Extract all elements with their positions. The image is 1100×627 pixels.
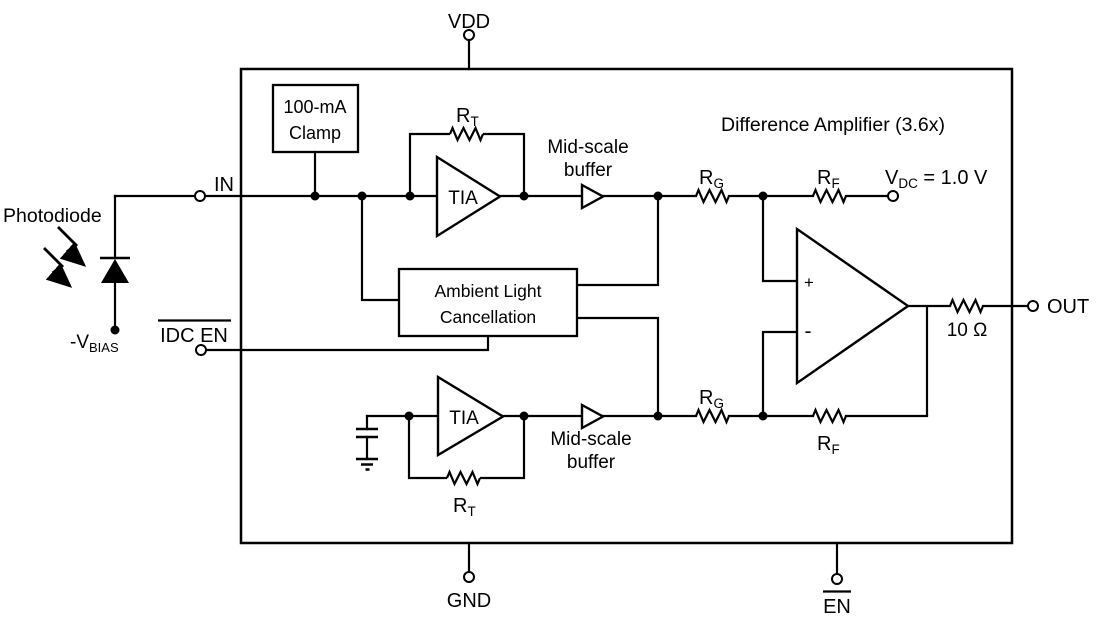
junction-dot xyxy=(310,191,320,201)
difference-amplifier-title: Difference Amplifier (3.6x) xyxy=(721,114,945,136)
buffer-top-label-line1: Mid-scale xyxy=(547,137,628,158)
ground-symbol xyxy=(356,457,378,471)
wire-idc-en xyxy=(206,336,490,352)
idc-en-label: IDC EN xyxy=(160,325,228,347)
tia-top-amp xyxy=(435,154,503,239)
clamp-label-line1: 100-mA xyxy=(283,97,346,117)
vbias-terminal-dot xyxy=(110,325,120,335)
vdc-label: VDC = 1.0 V xyxy=(885,167,988,191)
en-label: EN xyxy=(823,596,851,618)
gnd-pin-terminal xyxy=(463,571,475,583)
difference-opamp xyxy=(795,226,911,386)
rf-bottom-label: RF xyxy=(817,433,840,457)
buffer-bottom-amp xyxy=(580,402,606,431)
junction-dot xyxy=(653,411,663,421)
buffer-bottom-label-line1: Mid-scale xyxy=(550,429,631,450)
output-resistor-label: 10 Ω xyxy=(947,320,988,341)
wire-rt-bottom-feedback xyxy=(407,416,526,480)
junction-dot xyxy=(758,411,768,421)
rg-bottom-label: RG xyxy=(699,387,724,411)
buffer-top-label-line2: buffer xyxy=(564,160,613,181)
alc-label-line2: Cancellation xyxy=(440,307,536,327)
wire-alc-output-top xyxy=(577,196,660,287)
opamp-plus-sign: + xyxy=(804,273,814,292)
out-pin-terminal xyxy=(1027,300,1039,312)
out-label: OUT xyxy=(1047,296,1089,318)
junction-dot xyxy=(519,411,529,421)
in-label: IN xyxy=(214,174,234,196)
vdd-label: VDD xyxy=(448,11,490,33)
clamp-label-line2: Clamp xyxy=(289,123,341,143)
tia-bottom-amp xyxy=(436,374,506,458)
wire-alc-input xyxy=(360,196,399,302)
wire-alc-output-bottom xyxy=(577,316,660,416)
wire-opamp-minus-input xyxy=(761,330,797,416)
photodiode-label: Photodiode xyxy=(3,205,102,227)
en-pin-terminal xyxy=(831,573,843,585)
rf-top-label: RF xyxy=(817,167,840,191)
alc-label-line1: Ambient Light xyxy=(434,281,541,301)
light-arrow-icon xyxy=(57,226,87,267)
rg-top-label: RG xyxy=(699,167,724,191)
rt-bottom-label: RT xyxy=(453,495,476,519)
in-pin-terminal xyxy=(194,190,206,202)
junction-dot xyxy=(653,191,663,201)
junction-dot xyxy=(404,411,414,421)
vdc-terminal xyxy=(887,190,899,202)
tia-top-label: TIA xyxy=(448,188,478,209)
junction-dot xyxy=(405,191,415,201)
tia-bottom-label: TIA xyxy=(449,408,479,429)
light-arrow-icon xyxy=(43,247,73,288)
rt-top-label: RT xyxy=(456,105,479,129)
junction-dot xyxy=(357,191,367,201)
junction-dot xyxy=(519,191,529,201)
opamp-minus-sign: - xyxy=(805,320,812,343)
vdd-pin-terminal xyxy=(463,29,475,41)
clamp-block xyxy=(271,83,360,154)
gnd-label: GND xyxy=(447,590,491,612)
wire-opamp-plus-input xyxy=(761,196,797,283)
junction-dot xyxy=(758,191,768,201)
buffer-top-amp xyxy=(580,182,606,211)
photodiode-symbol xyxy=(101,259,129,283)
wire-rt-top-feedback xyxy=(408,132,526,196)
buffer-bottom-label-line2: buffer xyxy=(567,452,616,473)
vbias-label: -VBIAS xyxy=(70,332,119,355)
